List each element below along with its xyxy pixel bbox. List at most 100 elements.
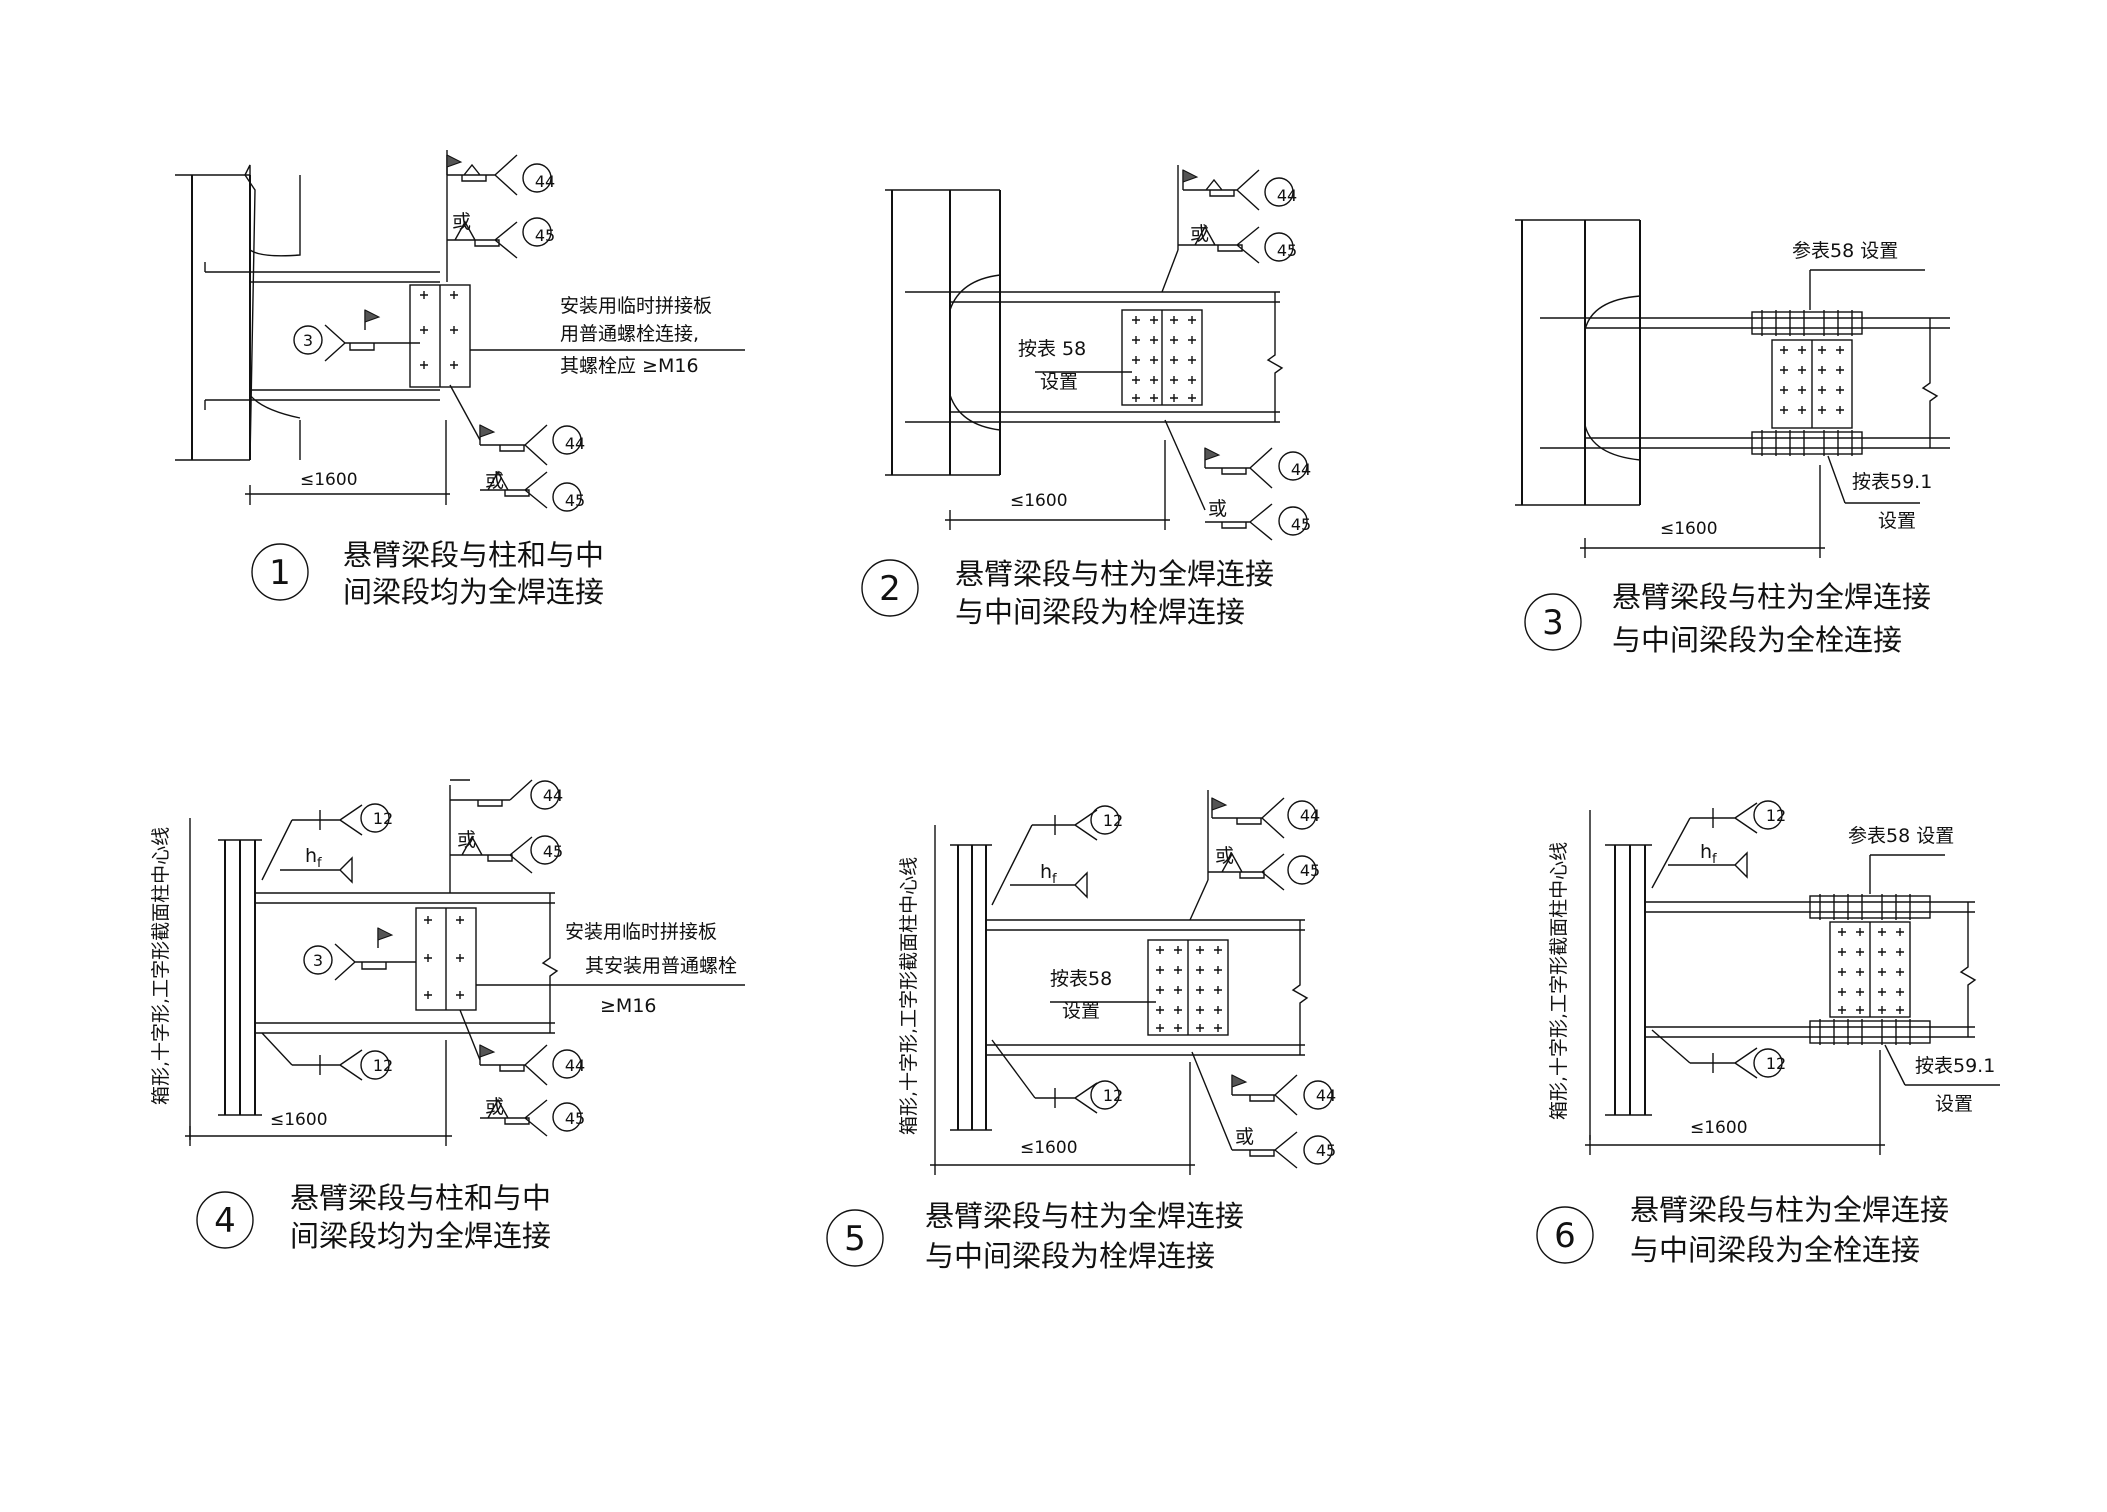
weld-ref-44: 44 [565,1056,585,1075]
note-leader [1827,455,1846,504]
hf-label: hf [1700,841,1717,867]
column [1515,219,1641,506]
weld-ref-45: 45 [543,842,563,861]
dimension-line [185,1040,452,1146]
column-centerline-label: 箱形,十字形,工字形截面柱中心线 [898,857,920,1135]
note-line-2: 设置 [1878,510,1916,532]
caption-line-2: 与中间梁段为全栓连接 [1612,623,1902,657]
note-line-1: 安装用临时拼接板 [560,295,712,317]
beam [255,892,559,1034]
column [175,164,301,461]
caption-line-1: 悬臂梁段与柱为全焊连接 [1612,580,1931,614]
weld-symbols [293,150,582,512]
column-centerline-label: 箱形,十字形,工字形截面柱中心线 [1548,842,1570,1120]
splice-plate [409,284,471,388]
detail-number-circle [1524,593,1582,651]
dimension-line [1580,465,1825,558]
caption-line-1: 悬臂梁段与柱为全焊连接 [1630,1193,1949,1227]
note-line-1: 按表59.1 [1915,1055,1995,1077]
weld-ref-44: 44 [565,434,585,453]
weld-symbols [1651,800,1783,1079]
or-label: 或 [485,1096,504,1118]
note-line-2: 用普通螺栓连接, [560,323,699,345]
detail-number-circle [251,543,309,601]
weld-ref-45: 45 [1316,1141,1336,1160]
detail-number: 2 [879,569,901,609]
caption-line-1: 悬臂梁段与柱为全焊连接 [955,557,1274,591]
weld-ref-3: 3 [303,331,313,350]
caption-line-2: 间梁段均为全焊连接 [343,575,604,609]
weld-ref-45: 45 [565,1109,585,1128]
note-line-1: 按表58 [1050,968,1112,990]
column [950,844,992,1131]
detail-number-circle [826,1209,884,1267]
dimension-line [945,440,1170,530]
beam [204,262,440,410]
hf-label: hf [1040,861,1057,887]
hf-label: hf [305,845,322,871]
caption-line-1: 悬臂梁段与柱为全焊连接 [925,1199,1244,1233]
weld-ref-3: 3 [313,951,323,970]
beam [1645,901,1977,1038]
weld-symbols [1161,165,1308,541]
or-label: 或 [1208,498,1227,520]
weld-ref-12: 12 [1103,811,1123,830]
weld-ref-45: 45 [535,226,555,245]
or-label: 或 [485,470,504,492]
caption-line-1: 悬臂梁段与柱和与中 [290,1181,551,1215]
weld-ref-44: 44 [1277,186,1297,205]
or-label: 或 [452,211,471,233]
dimension-line [1585,1050,1885,1155]
weld-ref-12: 12 [1103,1086,1123,1105]
weld-ref-12: 12 [373,809,393,828]
detail-number: 4 [214,1201,236,1241]
weld-ref-12: 12 [1766,806,1786,825]
detail-5: 12 44 45 12 44 45 或 或 hf 按表58 设置 ≤1600 箱… [826,790,1336,1273]
beam [905,291,1284,423]
weld-ref-44: 44 [543,786,563,805]
note-line-2: 设置 [1040,371,1078,393]
note-top: 参表58 设置 [1792,240,1898,262]
note-line-1: 按表 58 [1018,338,1086,360]
weld-ref-44: 44 [1291,460,1311,479]
column [885,189,1001,476]
caption-line-2: 与中间梁段为栓焊连接 [925,1239,1215,1273]
note-line-2: 设置 [1935,1093,1973,1115]
dimension-label: ≤1600 [300,470,358,490]
weld-ref-45: 45 [1300,861,1320,880]
column-centerline-label: 箱形,十字形,工字形截面柱中心线 [150,827,172,1105]
weld-ref-45: 45 [1291,515,1311,534]
bolt-plate [1829,921,1911,1018]
detail-6: 12 12 hf 参表58 设置 按表59.1 设置 ≤1600 箱形,十字形,… [1536,800,2000,1267]
dimension-label: ≤1600 [1660,519,1718,539]
caption-line-2: 与中间梁段为全栓连接 [1630,1233,1920,1267]
weld-ref-44: 44 [1316,1086,1336,1105]
detail-number-circle [861,559,919,617]
detail-number-circle [196,1191,254,1249]
weld-ref-45: 45 [1277,241,1297,260]
weld-ref-12: 12 [373,1056,393,1075]
caption-line-1: 悬臂梁段与柱和与中 [343,538,604,572]
caption-line-2: 与中间梁段为栓焊连接 [955,595,1245,629]
weld-ref-44: 44 [1300,806,1320,825]
detail-number: 6 [1554,1216,1576,1256]
dimension-label: ≤1600 [1690,1118,1748,1138]
dimension-label: ≤1600 [270,1110,328,1130]
flange-splice [1809,894,1931,1045]
splice-plate [415,907,477,1011]
weld-ref-45: 45 [565,491,585,510]
weld-symbols [261,779,582,1137]
detail-1: 44 45 3 44 45 或 或 安装用临时拼接板 用普通螺栓连接, 其螺栓应… [175,150,745,609]
dimension-line [245,420,450,505]
flange-splice [1751,310,1863,456]
weld-ref-12: 12 [1766,1054,1786,1073]
note-line-3: 其螺栓应 ≥M16 [560,355,699,377]
or-label: 或 [1235,1126,1254,1148]
beam [986,919,1309,1056]
bolt-plate [1121,309,1203,406]
detail-number: 1 [269,553,291,593]
or-label: 或 [1215,845,1234,867]
note-line-3: ≥M16 [600,995,657,1017]
detail-number-circle [1536,1206,1594,1264]
